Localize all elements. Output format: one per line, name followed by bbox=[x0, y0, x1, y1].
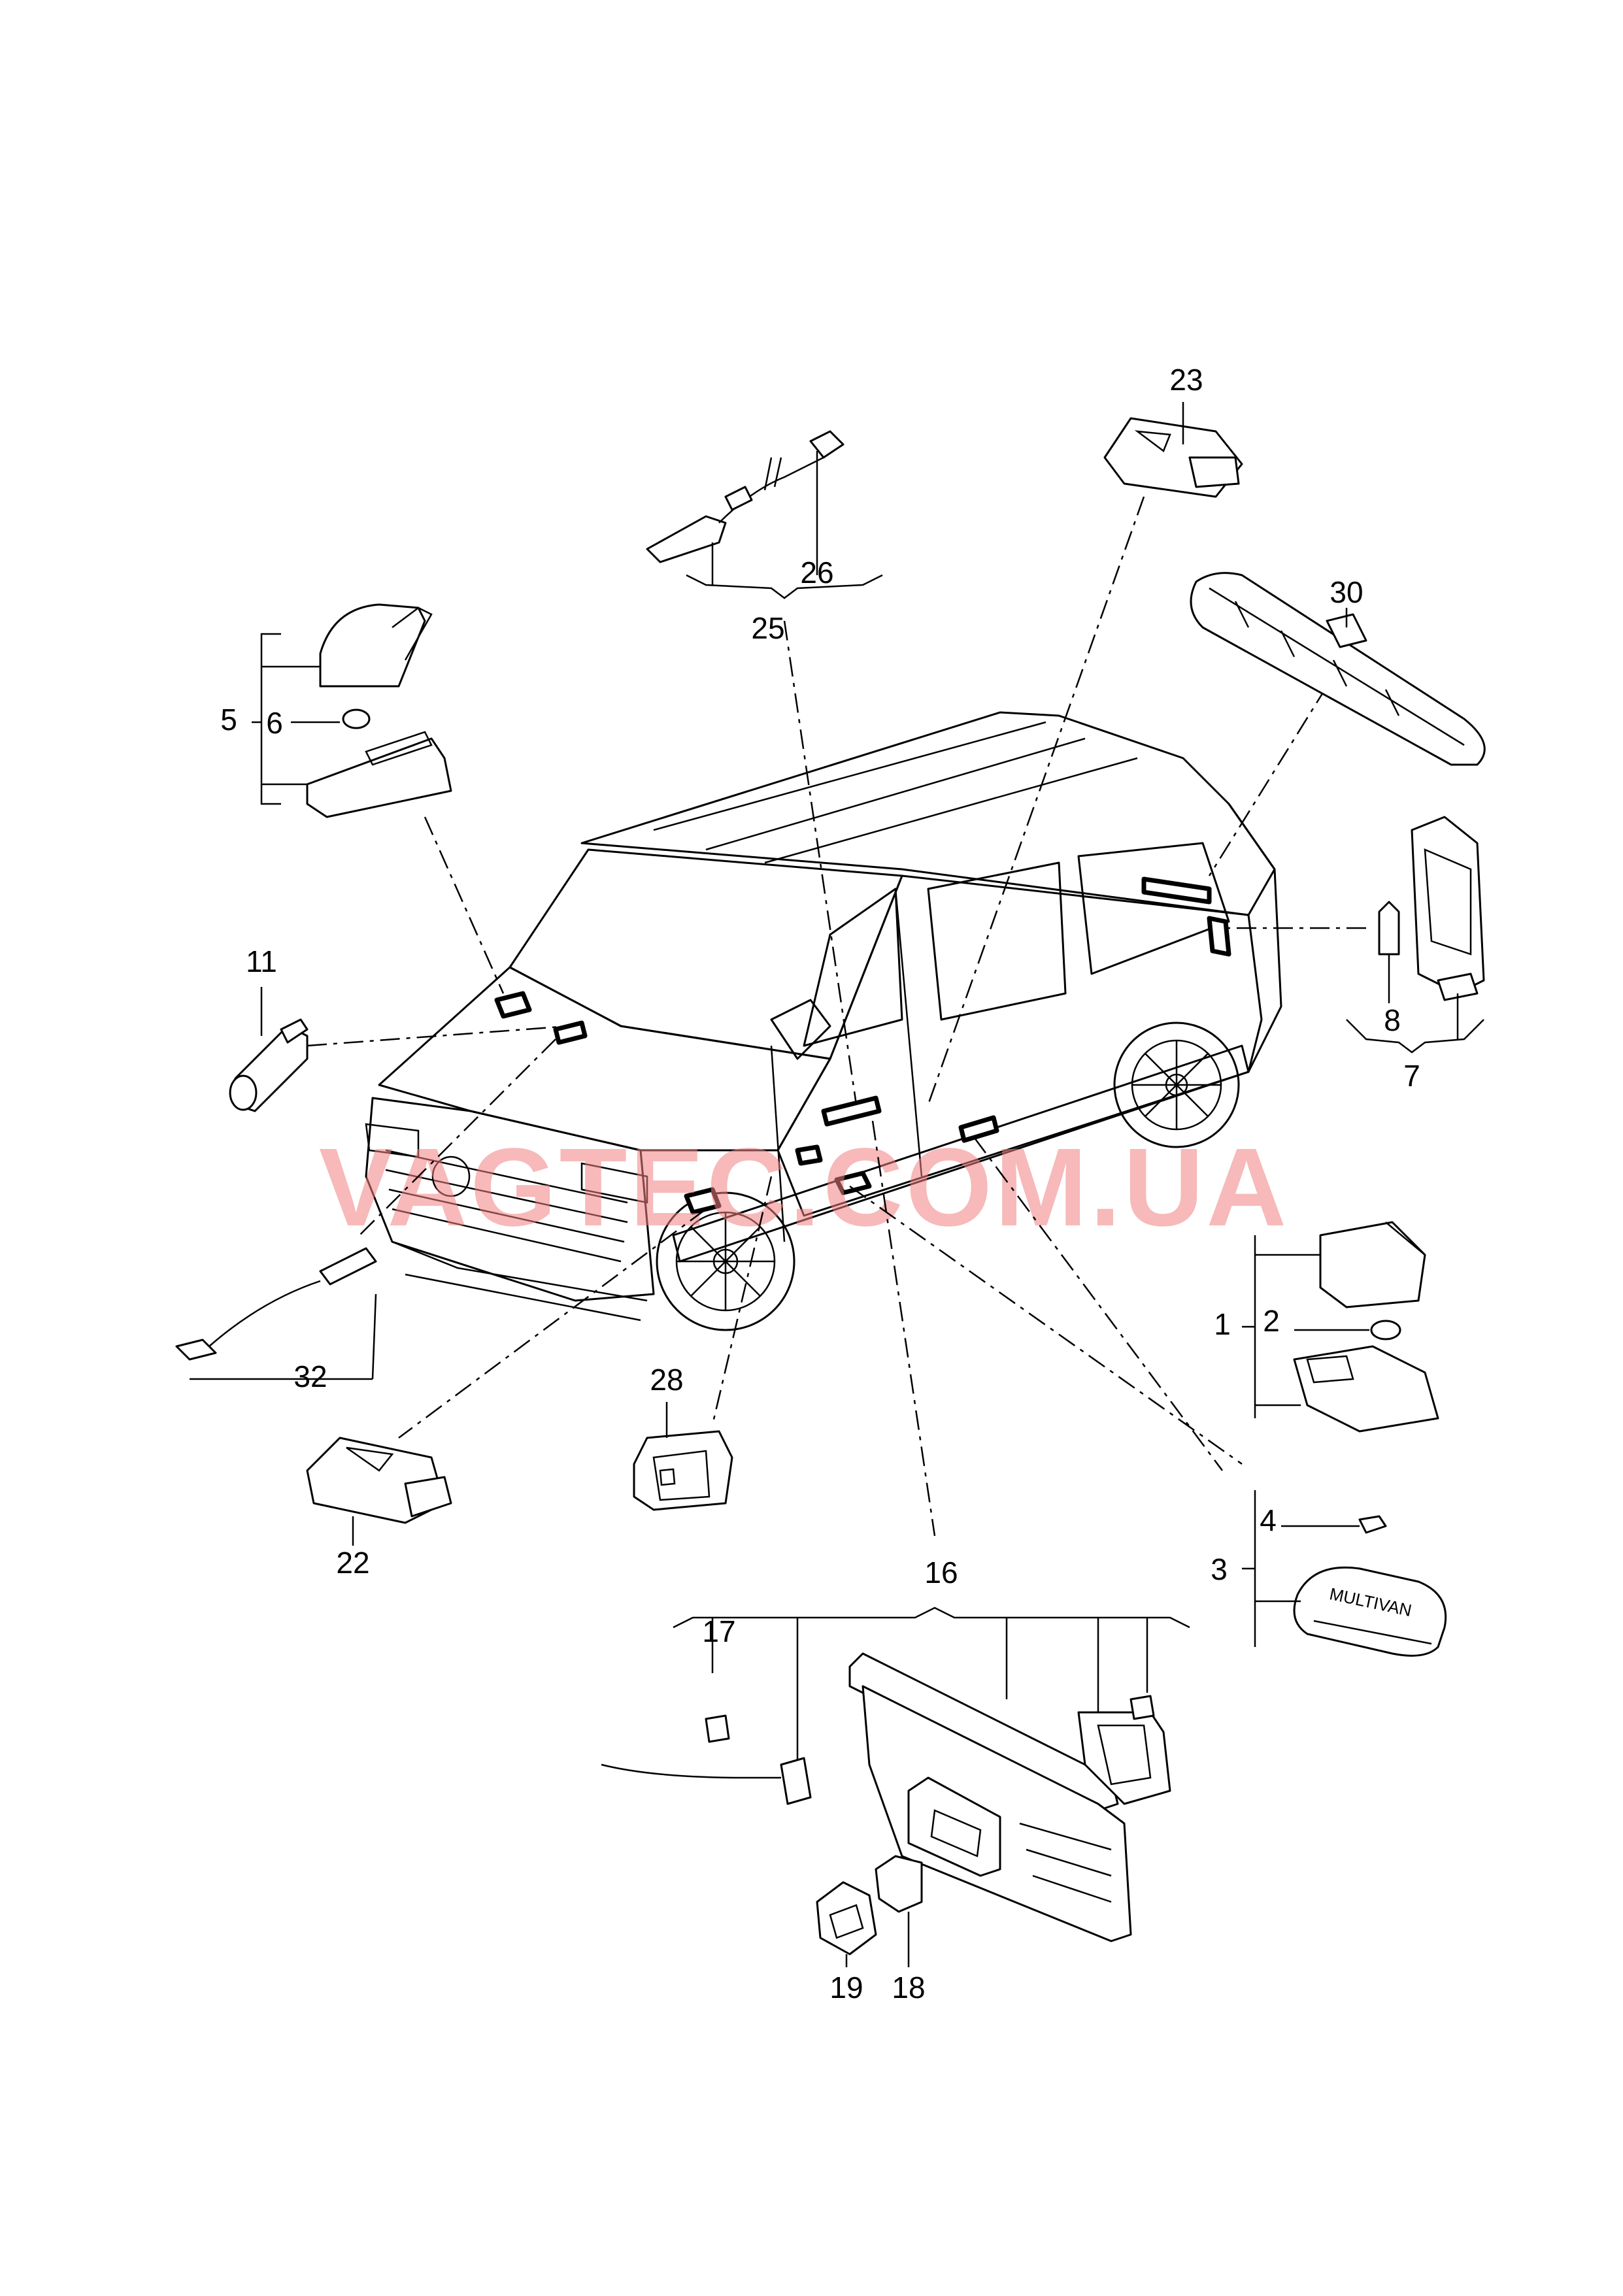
bulb-4 bbox=[1358, 1515, 1387, 1534]
watermark: VAGTEC.COM.UA bbox=[319, 1125, 1289, 1250]
label-19: 19 bbox=[829, 1971, 863, 2005]
label-3: 3 bbox=[1211, 1552, 1228, 1586]
van-illustration bbox=[365, 711, 1282, 1331]
label-7: 7 bbox=[1403, 1059, 1420, 1093]
label-2: 2 bbox=[1263, 1304, 1280, 1338]
bulb-6 bbox=[342, 708, 371, 729]
label-26: 26 bbox=[800, 556, 833, 590]
part-5-interior-lamp bbox=[252, 603, 452, 818]
part-28-switch bbox=[633, 1402, 733, 1511]
label-28: 28 bbox=[650, 1363, 683, 1397]
label-18: 18 bbox=[892, 1971, 925, 2005]
part-25-cable-set bbox=[646, 430, 883, 599]
number-plate-light-position-7 bbox=[1207, 916, 1231, 957]
label-4: 4 bbox=[1260, 1503, 1277, 1537]
part-19-switch bbox=[816, 1881, 877, 1955]
reading-light-position-11 bbox=[553, 1020, 588, 1045]
part-30-strip-light bbox=[1190, 572, 1486, 766]
part-22-footwell-lamp bbox=[306, 1437, 452, 1546]
step-light-position-front bbox=[684, 1187, 722, 1215]
part-18-cover bbox=[875, 1855, 923, 1913]
label-30: 30 bbox=[1330, 575, 1363, 609]
clip-17 bbox=[705, 1714, 730, 1743]
label-8: 8 bbox=[1384, 1003, 1401, 1037]
part-7-plate-lamp bbox=[1346, 816, 1485, 1054]
label-1: 1 bbox=[1214, 1307, 1231, 1341]
switch-position-28 bbox=[795, 1144, 823, 1166]
part-32-cable bbox=[175, 1247, 377, 1380]
part-1-entry-light bbox=[1242, 1221, 1439, 1433]
label-6: 6 bbox=[266, 706, 283, 740]
lamp-lens bbox=[319, 603, 426, 688]
part-3-multivan-light: MULTIVAN bbox=[1242, 1490, 1447, 1657]
leader-lines bbox=[307, 496, 1366, 1537]
label-16: 16 bbox=[924, 1556, 958, 1589]
bulb-2 bbox=[1370, 1320, 1401, 1340]
part-23-lamp bbox=[1103, 402, 1243, 498]
label-32: 32 bbox=[293, 1359, 327, 1393]
label-25: 25 bbox=[751, 611, 784, 645]
part-16-storage-group bbox=[601, 1606, 1190, 1967]
lamp-housing bbox=[306, 737, 452, 818]
label-23: 23 bbox=[1169, 363, 1203, 397]
label-5: 5 bbox=[220, 703, 237, 737]
step-light-position-side bbox=[834, 1171, 872, 1195]
bulb-8 bbox=[1378, 901, 1400, 956]
label-17: 17 bbox=[702, 1614, 735, 1648]
strip-light-position-30 bbox=[1141, 876, 1212, 905]
door-light-position bbox=[821, 1095, 882, 1127]
part-11-reading-light bbox=[229, 987, 309, 1112]
label-22: 22 bbox=[336, 1546, 369, 1580]
step-light-position-rear bbox=[958, 1115, 999, 1143]
interior-light-position-5 bbox=[494, 991, 532, 1019]
label-11: 11 bbox=[246, 944, 277, 978]
